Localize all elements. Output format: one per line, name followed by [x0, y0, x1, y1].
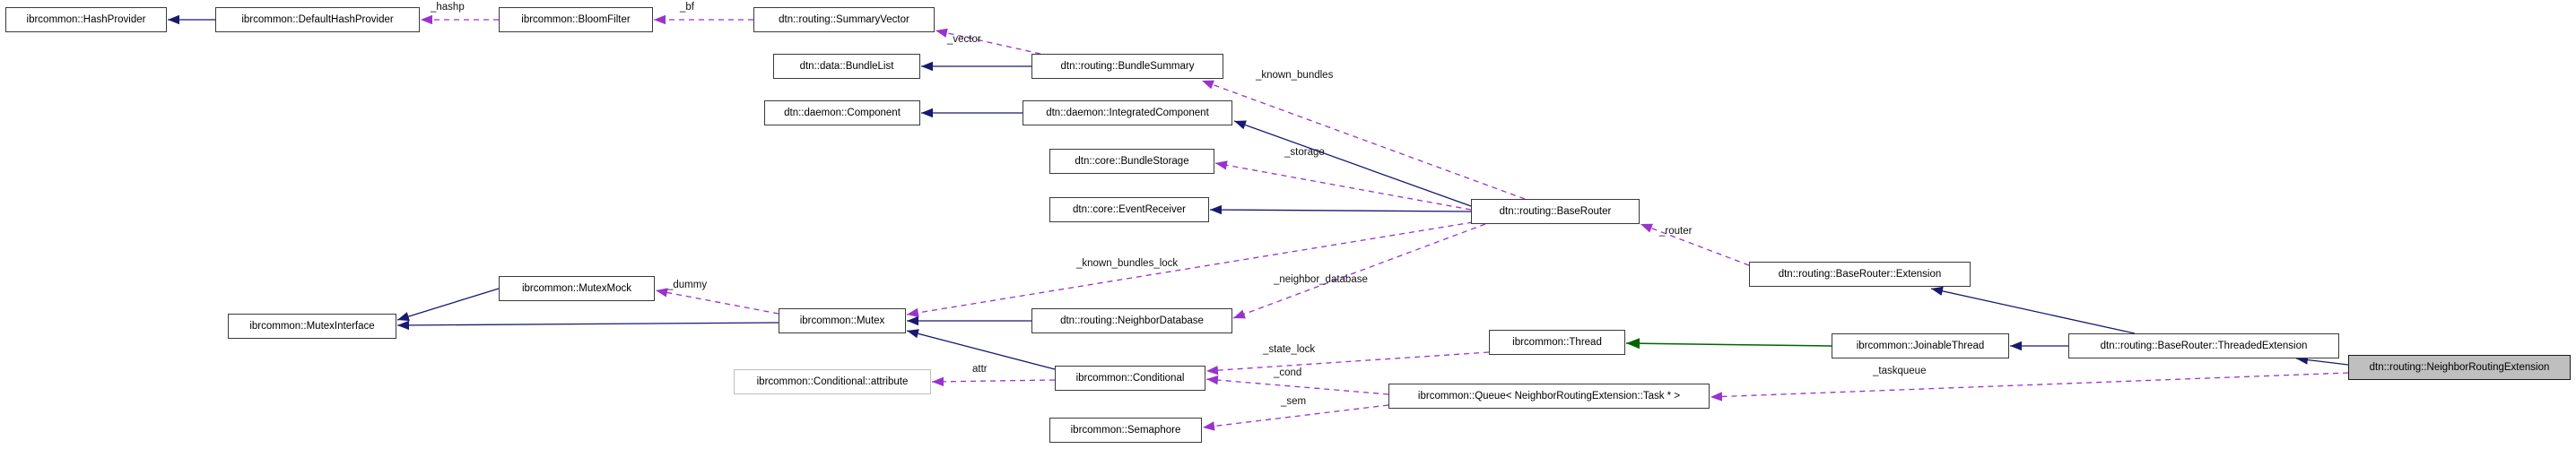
edge-label-dummy: _dummy — [667, 280, 708, 290]
node-ibrcommon-queue-task[interactable]: ibrcommon::Queue< NeighborRoutingExtensi… — [1388, 384, 1710, 409]
node-dtn-routing-baserouter-threadedextension[interactable]: dtn::routing::BaseRouter::ThreadedExtens… — [2068, 333, 2339, 358]
edge-protected-joinablethread-thread — [1625, 338, 1832, 350]
edge-inherit-conditional-mutex — [906, 329, 1056, 370]
node-dtn-daemon-integratedcomponent[interactable]: dtn::daemon::IntegratedComponent — [1023, 100, 1232, 125]
edge-usage-neighbor-database — [1232, 223, 1486, 319]
edge-label-bf: _bf — [680, 2, 694, 13]
edge-label-attr: attr — [972, 364, 988, 375]
node-ibrcommon-mutex[interactable]: ibrcommon::Mutex — [779, 308, 906, 333]
edge-label-router: _router — [1659, 226, 1693, 237]
node-ibrcommon-mutexinterface[interactable]: ibrcommon::MutexInterface — [228, 314, 396, 339]
edge-inherit-mutex-mutexinterface — [396, 320, 779, 331]
edge-inherit-baserouter-integratedcomponent — [1233, 120, 1472, 207]
edge-usage-known-bundles — [1201, 80, 1526, 200]
edge-label-vector: _vector — [947, 34, 981, 45]
edge-label-known-bundles: _known_bundles — [1256, 70, 1334, 81]
node-dtn-core-bundlestorage[interactable]: dtn::core::BundleStorage — [1049, 149, 1214, 174]
edge-usage-storage — [1214, 160, 1472, 211]
node-ibrcommon-mutexmock[interactable]: ibrcommon::MutexMock — [499, 276, 655, 301]
edge-usage-attr — [931, 376, 1056, 387]
edge-inherit-baserouter-eventreceiver — [1209, 204, 1472, 215]
node-ibrcommon-bloomfilter[interactable]: ibrcommon::BloomFilter — [499, 7, 653, 32]
edge-usage-dummy — [655, 288, 779, 315]
node-ibrcommon-defaulthashprovider[interactable]: ibrcommon::DefaultHashProvider — [215, 7, 420, 32]
node-ibrcommon-conditional-attribute[interactable]: ibrcommon::Conditional::attribute — [734, 369, 931, 394]
edge-inherit-mutexmock-mutexinterface — [396, 288, 500, 322]
node-dtn-routing-summaryvector[interactable]: dtn::routing::SummaryVector — [753, 7, 935, 32]
edge-label-taskqueue: _taskqueue — [1873, 366, 1927, 376]
edge-label-storage: _storage — [1284, 147, 1325, 158]
node-ibrcommon-conditional[interactable]: ibrcommon::Conditional — [1055, 366, 1205, 391]
node-dtn-daemon-component[interactable]: dtn::daemon::Component — [764, 100, 920, 125]
node-dtn-routing-neighbordatabase[interactable]: dtn::routing::NeighborDatabase — [1031, 308, 1232, 333]
edge-usage-taskqueue — [1710, 372, 2349, 402]
edge-label-cond: _cond — [1274, 367, 1302, 378]
edge-label-sem: _sem — [1281, 396, 1307, 407]
node-dtn-routing-baserouter[interactable]: dtn::routing::BaseRouter — [1471, 199, 1640, 224]
node-ibrcommon-joinablethread[interactable]: ibrcommon::JoinableThread — [1832, 333, 2009, 358]
edge-label-neighbor-database: _neighbor_database — [1274, 274, 1368, 285]
edge-label-state-lock: _state_lock — [1263, 344, 1316, 355]
edge-inherit-neighborroutingextension-threadedextension — [2295, 355, 2349, 366]
edge-usage-sem — [1202, 404, 1389, 431]
edge-usage-known-bundles-lock — [906, 221, 1474, 318]
edge-usage-vector — [935, 28, 1041, 55]
edge-inherit-threadedextension-extension — [1930, 286, 2136, 334]
node-dtn-routing-neighborroutingextension: dtn::routing::NeighborRoutingExtension — [2348, 355, 2571, 380]
node-dtn-routing-baserouter-extension[interactable]: dtn::routing::BaseRouter::Extension — [1749, 262, 1971, 287]
node-dtn-core-eventreceiver[interactable]: dtn::core::EventReceiver — [1049, 197, 1209, 222]
edge-label-known-bundles-lock: _known_bundles_lock — [1076, 258, 1179, 269]
node-dtn-routing-bundlesummary[interactable]: dtn::routing::BundleSummary — [1031, 54, 1223, 79]
node-ibrcommon-semaphore[interactable]: ibrcommon::Semaphore — [1049, 418, 1202, 443]
node-dtn-data-bundlelist[interactable]: dtn::data::BundleList — [773, 54, 920, 79]
node-ibrcommon-thread[interactable]: ibrcommon::Thread — [1489, 330, 1625, 355]
edge-usage-state-lock — [1205, 351, 1490, 376]
edge-usage-cond — [1205, 375, 1389, 395]
edge-label-hashp: _hashp — [431, 2, 465, 13]
node-ibrcommon-hashprovider[interactable]: ibrcommon::HashProvider — [5, 7, 167, 32]
edge-usage-router — [1640, 223, 1750, 266]
